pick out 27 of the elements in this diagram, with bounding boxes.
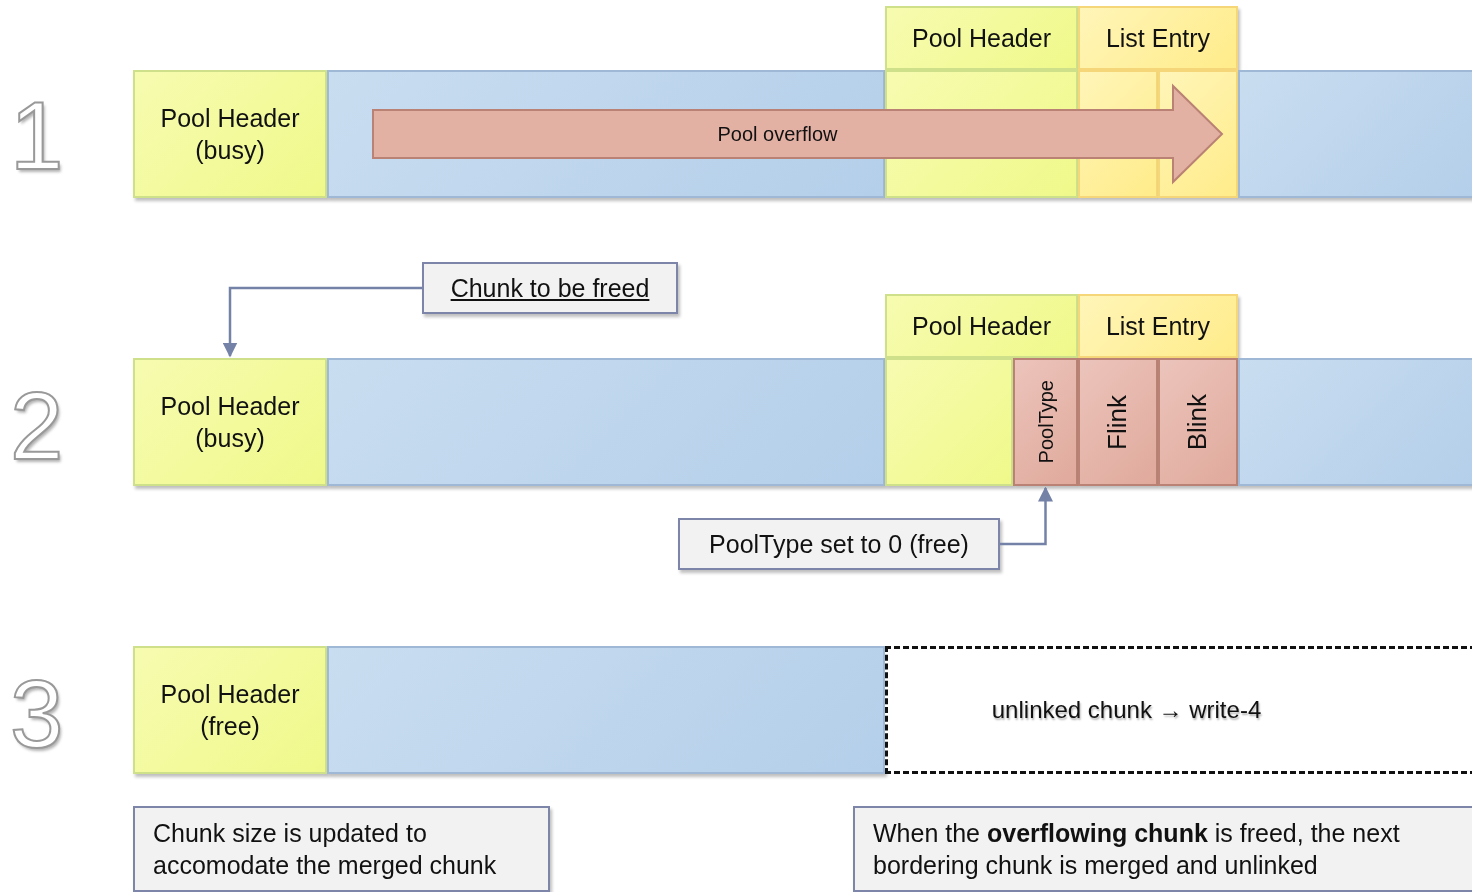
- memory-block: [1238, 70, 1472, 198]
- block-arrow: [372, 83, 1224, 185]
- memory-block: [327, 646, 885, 774]
- connector-arrow: [222, 286, 422, 358]
- callout-box: PoolType set to 0 (free): [678, 518, 1000, 570]
- header-cell: Pool Header (busy): [133, 70, 327, 198]
- memory-block: [1238, 358, 1472, 486]
- memory-block: [327, 358, 885, 486]
- step-number: 2: [10, 378, 64, 474]
- step-number: 1: [10, 88, 64, 184]
- header-tab: List Entry: [1078, 294, 1238, 358]
- note-box: Chunk size is updated to accomodate the merged chunk: [133, 806, 550, 892]
- field-cell: PoolType: [1013, 358, 1078, 486]
- header-cell: Pool Header (free): [133, 646, 327, 774]
- field-cell: Blink: [1158, 358, 1238, 486]
- header-tab: Pool Header: [885, 6, 1078, 70]
- callout-box: Chunk to be freed: [422, 262, 678, 314]
- step-number: 3: [10, 666, 64, 762]
- header-cell: Pool Header (busy): [133, 358, 327, 486]
- header-cell: [885, 358, 1013, 486]
- header-tab: List Entry: [1078, 6, 1238, 70]
- field-cell: Flink: [1078, 358, 1158, 486]
- connector-arrow: [1000, 486, 1053, 546]
- unlinked-chunk-box: unlinked chunk → write-4: [885, 646, 1472, 774]
- header-tab: Pool Header: [885, 294, 1078, 358]
- edge-label: Pool overflow: [717, 122, 838, 146]
- note-box: When the overflowing chunk is freed, the next bordering chunk is merged and unlinked: [853, 806, 1472, 892]
